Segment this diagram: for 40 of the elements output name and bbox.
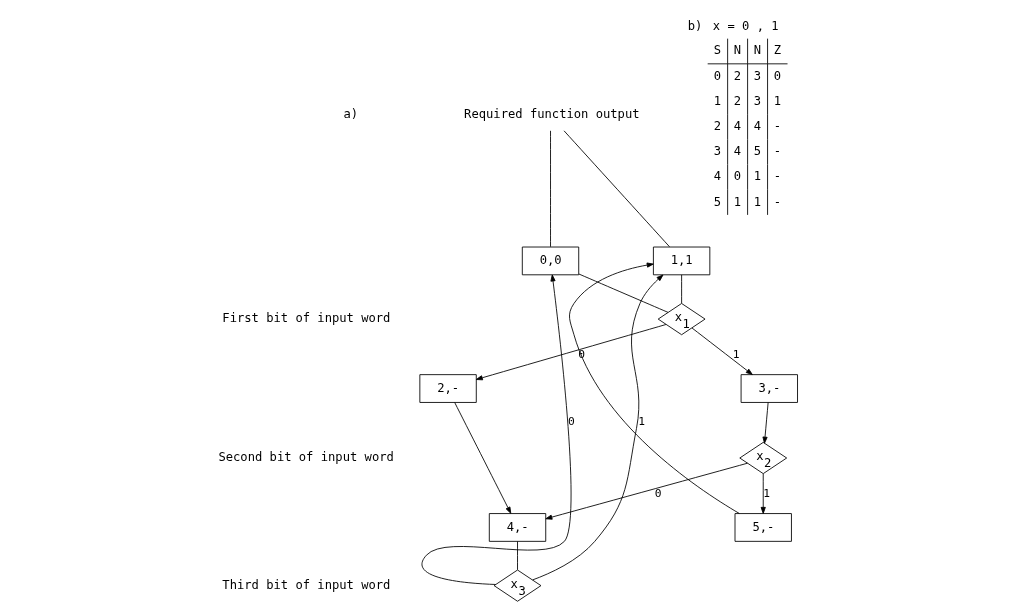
label: 2 bbox=[733, 68, 742, 83]
label: 1 bbox=[713, 93, 722, 108]
edge-label: 0 bbox=[567, 415, 575, 429]
label: a) bbox=[343, 107, 359, 122]
label: 4 bbox=[733, 144, 742, 159]
label: 2 bbox=[733, 93, 742, 108]
label: Third bit of input word bbox=[222, 577, 391, 592]
label: 4 bbox=[753, 118, 761, 133]
edge-label: 1 bbox=[732, 347, 740, 361]
label: N bbox=[753, 43, 761, 58]
label: N bbox=[733, 43, 742, 58]
label: Second bit of input word bbox=[218, 450, 394, 465]
label: 0 bbox=[733, 169, 742, 184]
label: 1 bbox=[753, 169, 761, 184]
label: 4 bbox=[733, 118, 742, 133]
label: Z bbox=[773, 43, 781, 58]
label: First bit of input word bbox=[222, 311, 391, 326]
label: 1 bbox=[753, 194, 761, 209]
label: 3 bbox=[753, 68, 761, 83]
label: 3 bbox=[753, 93, 761, 108]
label: 5 bbox=[713, 194, 722, 209]
label: 5 bbox=[753, 144, 761, 159]
label: - bbox=[773, 144, 781, 159]
label: x = 0 , 1 bbox=[712, 19, 779, 34]
edge-label: 1 bbox=[638, 415, 645, 429]
label: 1 bbox=[773, 93, 781, 108]
label: - bbox=[773, 194, 781, 209]
label: - bbox=[773, 169, 781, 184]
edge-label: 0 bbox=[654, 486, 662, 500]
label: 2 bbox=[713, 118, 722, 133]
label: S bbox=[713, 43, 722, 58]
node-text: Required function output bbox=[464, 107, 640, 122]
label: - bbox=[773, 118, 781, 133]
edge-label: 1 bbox=[763, 486, 771, 500]
label: 3 bbox=[713, 144, 722, 159]
label: 0 bbox=[773, 68, 781, 83]
label: 4 bbox=[713, 169, 722, 184]
label: b) bbox=[687, 19, 703, 34]
label: 0 bbox=[713, 68, 722, 83]
label: 1 bbox=[733, 194, 742, 209]
